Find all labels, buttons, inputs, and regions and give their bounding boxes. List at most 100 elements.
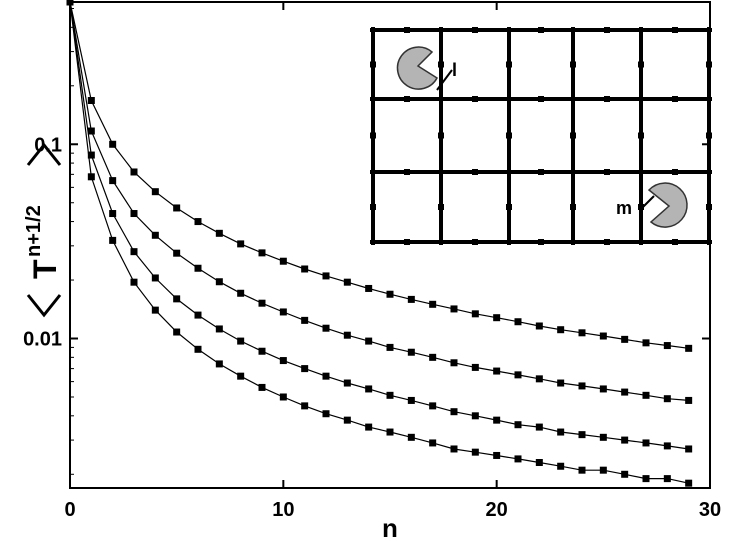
series-2-line: [69, 1, 689, 450]
inset-dot: [438, 61, 444, 68]
series-2-point-18: [450, 408, 458, 416]
x-axis-label: n: [382, 513, 398, 542]
series-1-point-2: [109, 177, 117, 185]
inset-dot: [672, 239, 678, 245]
series-1-point-14: [365, 337, 373, 345]
series-2-point-25: [599, 433, 607, 441]
series-2-point-8: [237, 337, 245, 345]
series-2-point-6: [194, 311, 202, 319]
series-0-point-25: [599, 332, 607, 340]
series-2-point-24: [578, 431, 586, 439]
series-2-point-21: [514, 421, 522, 429]
inset-dot: [604, 239, 610, 245]
series-1-point-25: [599, 385, 607, 393]
series-0-point-10: [279, 257, 287, 265]
series-3-point-16: [407, 433, 415, 441]
series-0-point-2: [109, 140, 117, 148]
series-0-point-29: [685, 344, 693, 352]
series-0-point-26: [621, 335, 629, 343]
inset-dot: [370, 204, 376, 210]
series-1-point-13: [343, 331, 351, 339]
inset-dot: [706, 61, 712, 68]
series-3: [66, 0, 693, 487]
series-3-point-22: [535, 458, 543, 466]
series-3-point-28: [663, 475, 671, 483]
series-2-point-28: [663, 442, 671, 450]
inset-dot: [538, 27, 544, 33]
series-2-point-12: [322, 372, 330, 380]
series-2-point-11: [301, 365, 309, 373]
inset-dot: [438, 132, 444, 139]
series-3-point-8: [237, 372, 245, 380]
inset-dot: [472, 169, 478, 175]
series-3-point-17: [429, 439, 437, 447]
series-3-point-6: [194, 345, 202, 353]
series-3-point-2: [109, 236, 117, 244]
inset-dot: [604, 96, 610, 102]
x-tick-label-3: 30: [699, 499, 721, 521]
series-1-point-29: [685, 396, 693, 404]
inset-dot: [604, 169, 610, 175]
series-2-point-20: [493, 416, 501, 424]
inset-dot: [506, 132, 512, 139]
series-3-point-13: [343, 416, 351, 424]
inset-dot: [604, 27, 610, 33]
series-2-point-22: [535, 423, 543, 431]
inset-dot: [404, 96, 410, 102]
series-3-point-1: [87, 173, 95, 181]
series-1-point-28: [663, 395, 671, 403]
series-3-point-7: [215, 360, 223, 368]
series-1-point-12: [322, 324, 330, 332]
series-2-point-19: [471, 412, 479, 420]
series-3-point-21: [514, 455, 522, 463]
series-0-point-28: [663, 342, 671, 350]
inset-grid-dots: [370, 27, 712, 245]
series-0-point-13: [343, 278, 351, 286]
series-1-point-1: [87, 127, 95, 135]
series-1-point-7: [215, 278, 223, 286]
series-3-point-23: [557, 462, 565, 470]
inset-dot: [672, 169, 678, 175]
series-3-point-12: [322, 410, 330, 418]
series-3-point-24: [578, 466, 586, 474]
series-2-point-9: [258, 347, 266, 355]
series-0-point-19: [471, 310, 479, 318]
inset-dot: [472, 96, 478, 102]
series-0-point-24: [578, 329, 586, 337]
series-2-point-15: [386, 391, 394, 399]
series-3-point-19: [471, 448, 479, 456]
series-0-point-12: [322, 272, 330, 280]
series-1-point-27: [642, 391, 650, 399]
series-2-point-17: [429, 402, 437, 410]
inset-label-l: l: [452, 60, 457, 80]
series-1-point-16: [407, 348, 415, 356]
inset-label-m: m: [616, 198, 632, 218]
series-3-point-0: [66, 0, 74, 6]
y-axis-label-left-bracket: [26, 294, 62, 318]
series-0-point-18: [450, 305, 458, 313]
series-3-point-3: [130, 278, 138, 286]
inset-dot: [506, 61, 512, 68]
series-0-point-11: [301, 265, 309, 273]
series-1-point-11: [301, 316, 309, 324]
inset-dot: [404, 239, 410, 245]
x-tick-label-2: 20: [486, 499, 508, 521]
series-1: [66, 0, 693, 404]
series-3-point-9: [258, 383, 266, 391]
series-2-point-3: [130, 248, 138, 256]
series-0-point-7: [215, 229, 223, 237]
inset-dot: [538, 169, 544, 175]
inset-dot: [538, 96, 544, 102]
inset-pacman-l: [396, 46, 438, 90]
series-3-point-26: [621, 470, 629, 478]
y-axis-label-right-bracket: [26, 142, 62, 166]
inset-dot: [472, 239, 478, 245]
x-tick-label-1: 10: [272, 499, 294, 521]
series-2-point-26: [621, 436, 629, 444]
series-0-point-4: [151, 188, 159, 196]
inset-dot: [570, 61, 576, 68]
series-1-point-9: [258, 299, 266, 307]
inset-dot: [638, 61, 644, 68]
